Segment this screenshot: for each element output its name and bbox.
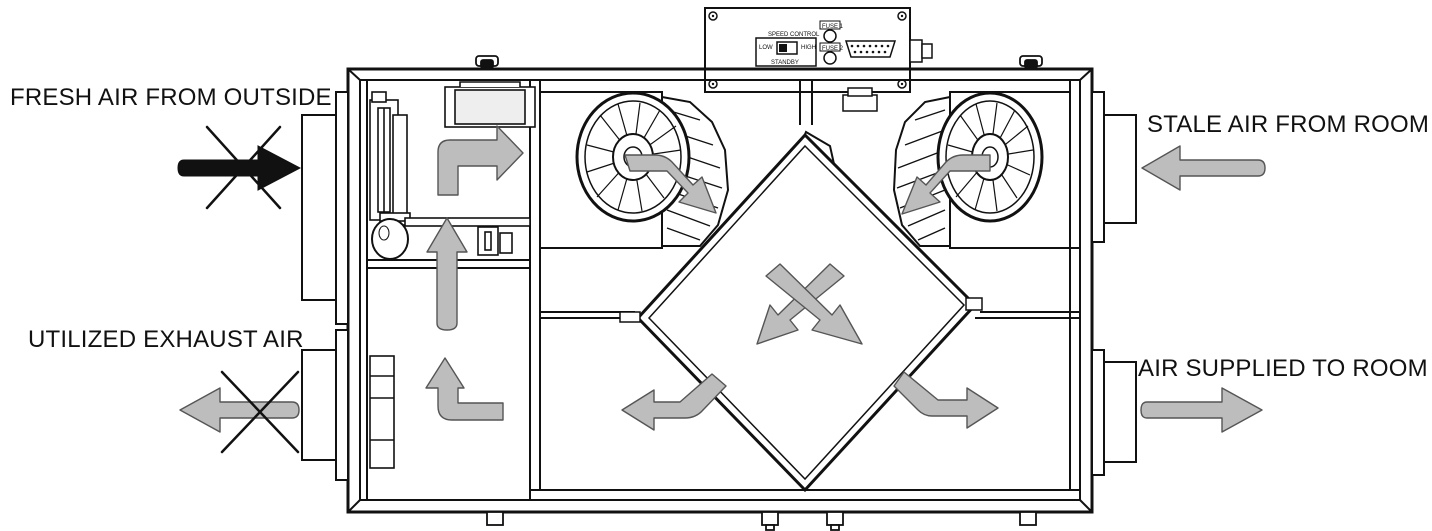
cross-mark-icon <box>205 125 282 210</box>
cross-mark-exhaust-icon <box>220 370 300 454</box>
flow-arrow-fan-left-out-icon <box>624 154 717 214</box>
low-label: LOW <box>759 45 773 51</box>
flow-arrow-bottom-left-icon <box>425 357 504 421</box>
fuse1-holder <box>823 29 837 43</box>
flow-arrow-up-right-icon <box>437 125 524 196</box>
standby-label: STANDBY <box>771 60 799 66</box>
right-ducts <box>1091 91 1137 476</box>
fuse1-label: FUSE 1 <box>822 24 844 30</box>
high-label: HIGH <box>801 45 816 51</box>
flow-arrow-stale-air-in-icon <box>1141 145 1266 191</box>
label-stale-air: STALE AIR FROM ROOM <box>1147 111 1430 138</box>
label-exhaust-air: UTILIZED EXHAUST AIR <box>28 326 304 353</box>
fuse2-label: FUSE 2 <box>822 46 844 52</box>
left-ducts <box>301 91 349 481</box>
control-panel: SPEED CONTROL LOW HIGH STANDBY FUSE 1 FU… <box>704 7 933 93</box>
flow-arrow-exhaust-out-icon <box>179 387 300 433</box>
flow-arrow-exchanger-left-out-icon <box>621 373 727 431</box>
label-fresh-air: FRESH AIR FROM OUTSIDE <box>10 84 332 111</box>
terminal-connector <box>844 40 897 58</box>
fuse2-holder <box>823 51 837 65</box>
flow-arrow-supplied-air-out-icon <box>1140 387 1263 433</box>
speed-control-label: SPEED CONTROL <box>768 32 820 38</box>
bottom-feet <box>486 511 1037 531</box>
filter-left <box>369 355 395 469</box>
capacitor <box>371 218 409 260</box>
electronics-compartment <box>369 81 536 256</box>
heat-exchanger <box>619 132 983 493</box>
flow-arrow-fan-right-out-icon <box>901 154 991 215</box>
top-bracket <box>842 87 878 112</box>
flow-arrow-cross-nw-se-icon <box>765 263 863 345</box>
flow-arrow-fresh-air-in-icon <box>177 145 302 191</box>
flow-arrow-exchanger-right-out-icon <box>893 371 999 429</box>
label-supplied-air: AIR SUPPLIED TO ROOM <box>1138 355 1428 382</box>
flow-arrow-up-icon <box>426 217 468 331</box>
